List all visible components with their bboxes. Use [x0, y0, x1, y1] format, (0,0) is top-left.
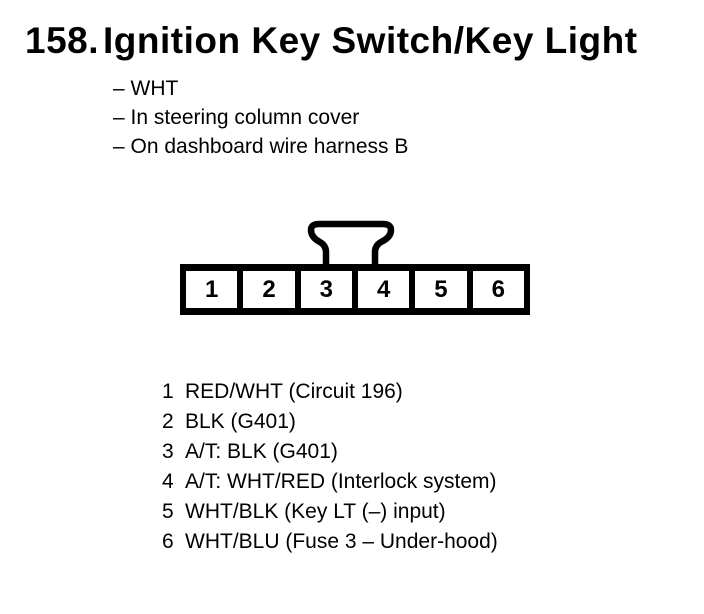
pin-number: 1	[162, 380, 174, 403]
connector-pin-cell: 6	[472, 271, 524, 308]
pin-description: RED/WHT (Circuit 196)	[185, 380, 403, 403]
connector-pin-cell: 1	[186, 271, 238, 308]
figure-title: Ignition Key Switch/Key Light	[103, 20, 638, 61]
pin-row: 1 RED/WHT (Circuit 196)	[162, 377, 498, 407]
connector-pin-cell: 3	[300, 271, 352, 308]
pin-row: 4 A/T: WHT/RED (Interlock system)	[162, 467, 498, 497]
pin-row: 6 WHT/BLU (Fuse 3 – Under-hood)	[162, 527, 498, 557]
figure-number: 158.	[25, 20, 100, 61]
note-line: – In steering column cover	[113, 106, 360, 129]
pin-number: 4	[162, 470, 174, 493]
connector-latch-tab-icon	[307, 220, 395, 267]
note-line: – On dashboard wire harness B	[113, 135, 409, 158]
pin-row: 3 A/T: BLK (G401)	[162, 437, 498, 467]
pin-list: 1 RED/WHT (Circuit 196) 2 BLK (G401) 3 A/T: B…	[162, 377, 498, 557]
pin-number: 6	[162, 530, 174, 553]
pin-description: WHT/BLK (Key LT (–) input)	[185, 500, 446, 523]
connector-pin-cell: 4	[357, 271, 410, 308]
pin-row: 2 BLK (G401)	[162, 407, 498, 437]
pin-description: BLK (G401)	[185, 410, 296, 433]
pin-row: 5 WHT/BLK (Key LT (–) input)	[162, 497, 498, 527]
connector-pin-cell: 5	[415, 271, 467, 308]
pin-number: 5	[162, 500, 174, 523]
pin-description: A/T: WHT/RED (Interlock system)	[185, 470, 497, 493]
pin-number: 3	[162, 440, 174, 463]
note-line: – WHT	[113, 77, 179, 100]
pin-description: WHT/BLU (Fuse 3 – Under-hood)	[185, 530, 498, 553]
connector-pin-cell: 2	[243, 271, 295, 308]
notes-list: – WHT – In steering column cover – On dash…	[113, 74, 408, 161]
pin-description: A/T: BLK (G401)	[185, 440, 338, 463]
pin-number: 2	[162, 410, 174, 433]
